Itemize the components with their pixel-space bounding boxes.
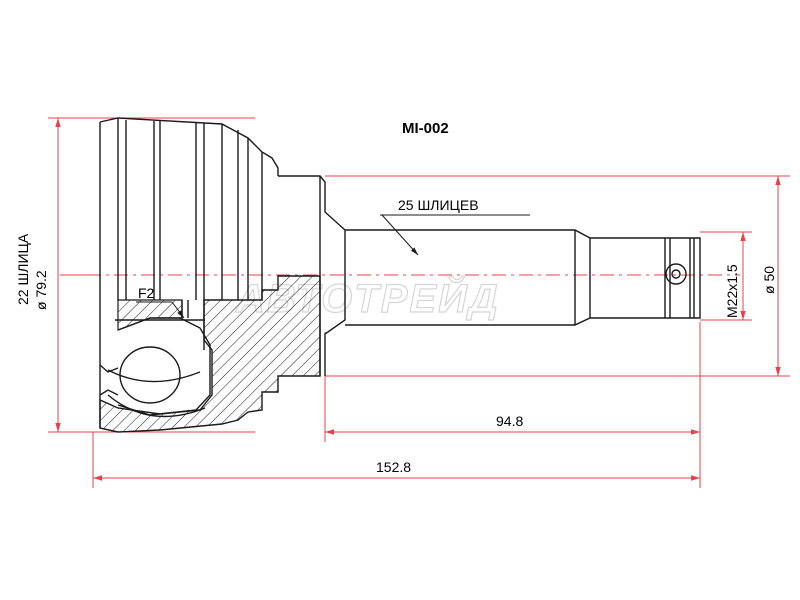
hatched-section-inner — [117, 299, 183, 331]
total-length-label: 152.8 — [376, 459, 411, 475]
thread-label: M22x1.5 — [724, 264, 740, 318]
part-code: MI-002 — [402, 120, 449, 137]
f2-leader — [136, 301, 185, 319]
shaft-splines-label: 25 ШЛИЦЕВ — [398, 197, 479, 213]
outer-diameter-label: ø 79.2 — [33, 270, 49, 310]
f2-label: F2 — [138, 285, 155, 301]
spline-leader — [380, 214, 530, 256]
shaft-length-label: 94.8 — [496, 413, 523, 429]
dimension-lines — [48, 117, 790, 488]
outer-splines-label: 22 ШЛИЦА — [15, 233, 31, 305]
shaft-diameter-label: ø 50 — [761, 266, 777, 294]
hatched-section — [99, 275, 321, 433]
